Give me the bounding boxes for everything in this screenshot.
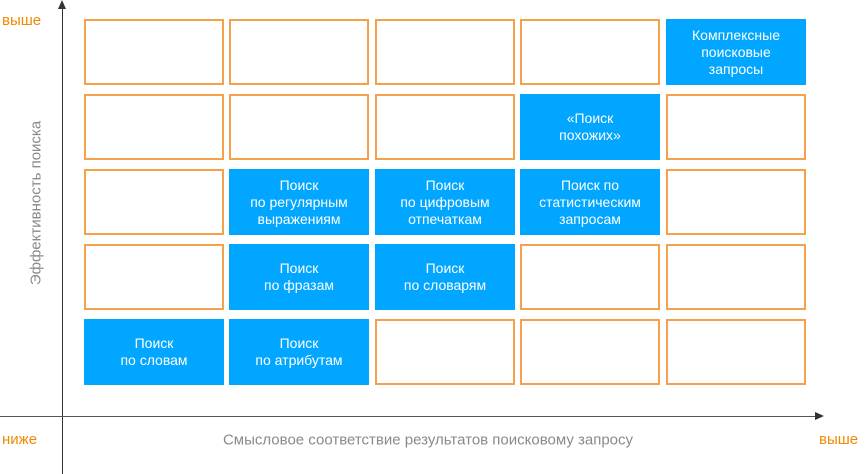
empty-cell [520,244,660,310]
empty-cell [520,19,660,85]
empty-cell [84,244,224,310]
x-high-label: выше [819,431,859,448]
empty-cell [84,94,224,160]
y-axis-arrow-icon [58,0,66,9]
method-cell: Поиск по словам [84,319,224,385]
method-cell: Поиск по фразам [229,244,369,310]
empty-cell [375,94,515,160]
x-low-label: ниже [2,431,38,448]
empty-cell [84,19,224,85]
method-cell: Поиск по регулярным выражениям [229,169,369,235]
y-high-label: выше [2,12,42,29]
method-cell: Поиск по цифровым отпечаткам [375,169,515,235]
empty-cell [84,169,224,235]
method-cell: Комплексные поисковые запросы [666,19,806,85]
method-cell: «Поиск похожих» [520,94,660,160]
method-cell: Поиск по статистическим запросам [520,169,660,235]
x-axis-label: Смысловое соответствие результатов поиск… [222,431,634,449]
y-axis-label: Эффективность поиска [27,120,45,286]
empty-cell [666,319,806,385]
empty-cell [375,19,515,85]
empty-cell [229,94,369,160]
method-cell: Поиск по словарям [375,244,515,310]
empty-cell [666,169,806,235]
method-cell: Поиск по атрибутам [229,319,369,385]
x-axis [0,416,818,417]
y-axis [62,6,63,474]
empty-cell [375,319,515,385]
empty-cell [229,19,369,85]
empty-cell [666,244,806,310]
x-axis-arrow-icon [815,412,824,420]
empty-cell [666,94,806,160]
empty-cell [520,319,660,385]
